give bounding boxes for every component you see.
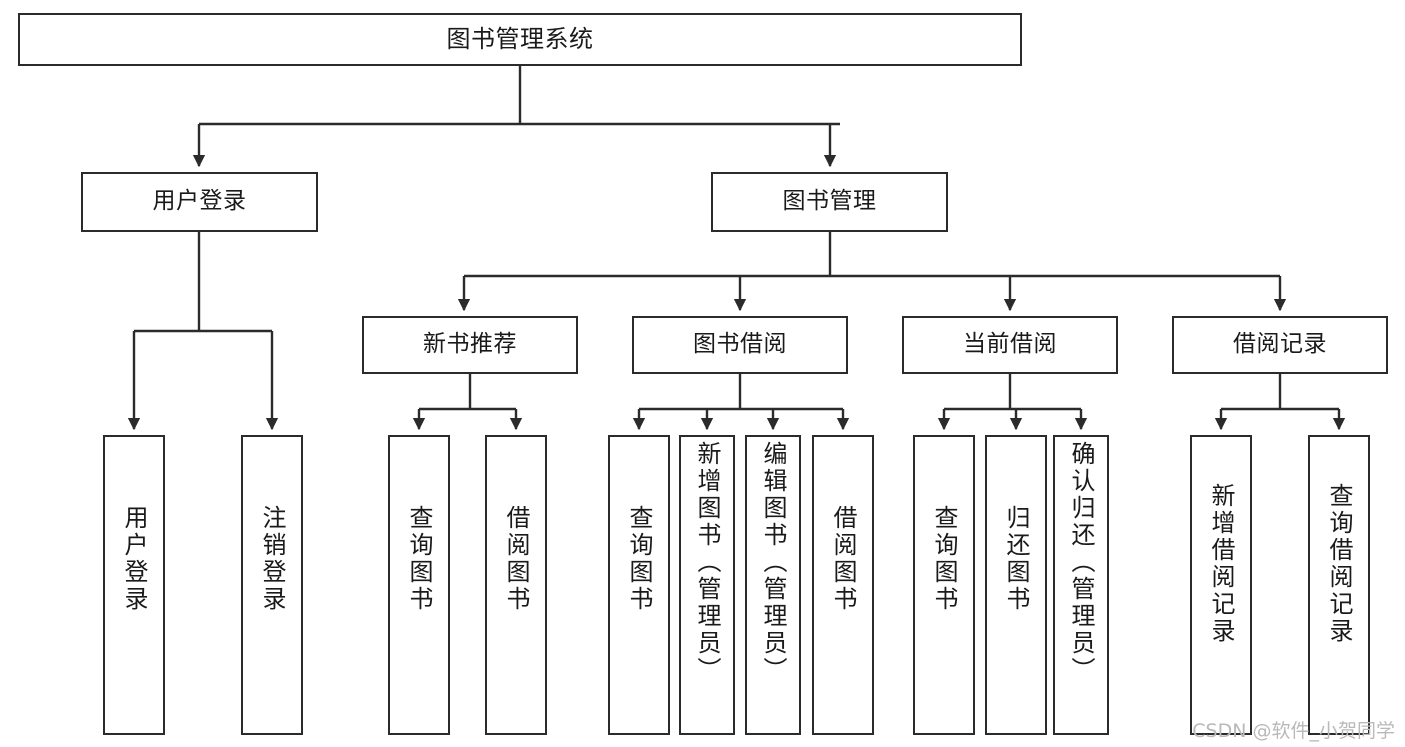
node-leaf-query-book-borrow[interactable]: 查询图书 bbox=[608, 435, 670, 735]
node-leaf-query-book-borrow-label: 查询图书 bbox=[625, 505, 653, 613]
node-root-label: 图书管理系统 bbox=[446, 25, 594, 54]
node-leaf-return-book[interactable]: 归还图书 bbox=[985, 435, 1047, 735]
node-leaf-borrow-book-recommend-label: 借阅图书 bbox=[502, 505, 530, 613]
node-leaf-edit-book-admin-label: 编辑图书（管理员） bbox=[759, 441, 787, 684]
node-leaf-add-book-admin-label: 新增图书（管理员） bbox=[693, 441, 721, 684]
node-leaf-borrow-book-label: 借阅图书 bbox=[829, 505, 857, 613]
node-new-book-recommend-label: 新书推荐 bbox=[423, 331, 517, 358]
node-user-login[interactable]: 用户登录 bbox=[81, 172, 318, 232]
node-book-borrow-label: 图书借阅 bbox=[693, 331, 787, 358]
node-book-borrow[interactable]: 图书借阅 bbox=[632, 316, 848, 374]
node-leaf-query-book-recommend-label: 查询图书 bbox=[405, 505, 433, 613]
node-leaf-return-book-label: 归还图书 bbox=[1002, 505, 1030, 613]
node-book-management-label: 图书管理 bbox=[782, 188, 877, 215]
node-current-borrow[interactable]: 当前借阅 bbox=[902, 316, 1118, 374]
watermark-text: CSDN @软件_小贺同学 bbox=[1192, 720, 1395, 742]
node-leaf-add-book-admin[interactable]: 新增图书（管理员） bbox=[679, 435, 735, 735]
node-borrow-record-label: 借阅记录 bbox=[1233, 331, 1327, 358]
node-leaf-confirm-return-admin[interactable]: 确认归还（管理员） bbox=[1053, 435, 1109, 735]
node-leaf-query-book-current[interactable]: 查询图书 bbox=[913, 435, 975, 735]
node-leaf-add-borrow-record-label: 新增借阅记录 bbox=[1207, 483, 1235, 645]
node-leaf-borrow-book[interactable]: 借阅图书 bbox=[812, 435, 874, 735]
node-leaf-user-logout[interactable]: 注销登录 bbox=[241, 435, 303, 735]
node-leaf-query-borrow-record[interactable]: 查询借阅记录 bbox=[1308, 435, 1370, 735]
node-book-management[interactable]: 图书管理 bbox=[711, 172, 948, 232]
node-user-login-label: 用户登录 bbox=[152, 188, 247, 215]
node-leaf-query-book-recommend[interactable]: 查询图书 bbox=[388, 435, 450, 735]
node-current-borrow-label: 当前借阅 bbox=[963, 331, 1057, 358]
node-new-book-recommend[interactable]: 新书推荐 bbox=[362, 316, 578, 374]
node-root[interactable]: 图书管理系统 bbox=[18, 13, 1022, 66]
node-leaf-user-login[interactable]: 用户登录 bbox=[103, 435, 165, 735]
node-leaf-confirm-return-admin-label: 确认归还（管理员） bbox=[1067, 441, 1095, 684]
node-leaf-query-borrow-record-label: 查询借阅记录 bbox=[1325, 483, 1353, 645]
node-leaf-user-logout-label: 注销登录 bbox=[258, 505, 286, 613]
node-borrow-record[interactable]: 借阅记录 bbox=[1172, 316, 1388, 374]
node-leaf-query-book-current-label: 查询图书 bbox=[930, 505, 958, 613]
node-leaf-user-login-label: 用户登录 bbox=[120, 505, 148, 613]
node-leaf-add-borrow-record[interactable]: 新增借阅记录 bbox=[1190, 435, 1252, 735]
node-leaf-borrow-book-recommend[interactable]: 借阅图书 bbox=[485, 435, 547, 735]
node-leaf-edit-book-admin[interactable]: 编辑图书（管理员） bbox=[745, 435, 801, 735]
